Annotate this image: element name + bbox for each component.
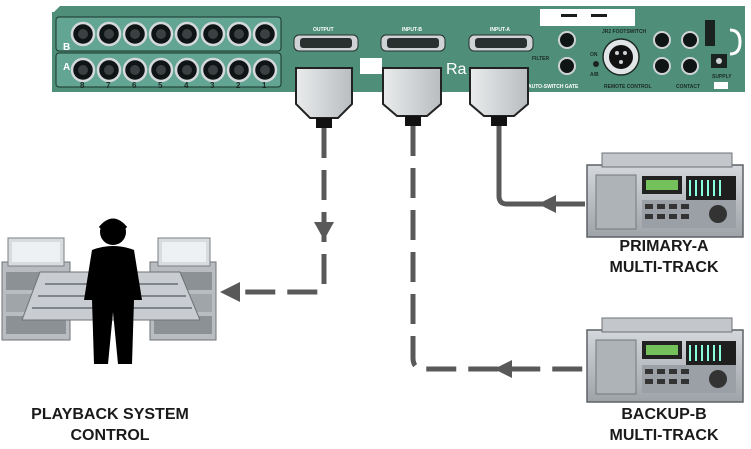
primary-multitrack-device bbox=[586, 152, 744, 238]
primary-label-line2: MULTI-TRACK bbox=[609, 259, 718, 276]
power-switch bbox=[705, 20, 715, 46]
input-b-plug bbox=[382, 67, 442, 126]
channel-number: 2 bbox=[236, 81, 241, 90]
row-label-a: A bbox=[63, 62, 70, 73]
trs-jack-socket bbox=[130, 65, 140, 75]
row-label-b: B bbox=[63, 42, 70, 53]
jack-array bbox=[70, 21, 278, 83]
input-a-cable bbox=[496, 126, 585, 207]
trs-jack-socket bbox=[208, 65, 218, 75]
output-plug bbox=[295, 67, 353, 128]
engineer-silhouette-icon bbox=[84, 218, 142, 364]
trs-jack-socket bbox=[78, 65, 88, 75]
on-label: ON bbox=[590, 52, 598, 58]
contact-jack bbox=[681, 57, 699, 75]
output-cable bbox=[238, 128, 327, 295]
trs-jack-socket bbox=[104, 29, 114, 39]
contact-jack bbox=[681, 31, 699, 49]
brand-wordmark: Ra bbox=[446, 61, 467, 78]
contact-jack bbox=[653, 31, 671, 49]
arrow-left-icon bbox=[220, 282, 240, 302]
playback-label-line2: CONTROL bbox=[70, 427, 149, 444]
playback-label-line1: PLAYBACK SYSTEM bbox=[31, 406, 189, 423]
backup-multitrack-device bbox=[586, 317, 744, 403]
footswitch-label: JR2 FOOTSWITCH bbox=[602, 29, 647, 35]
contact-jack bbox=[653, 57, 671, 75]
trs-jack-socket bbox=[234, 65, 244, 75]
auto-switch-label: AUTO-SWITCH GATE bbox=[528, 84, 579, 90]
panel-edge-handle bbox=[729, 28, 742, 56]
rear-panel: B A 8 7 6 5 4 3 2 1 OUTPUT INPUT-B INPUT… bbox=[52, 6, 745, 92]
input-b-connector-label: INPUT-B bbox=[402, 27, 422, 33]
channel-number: 8 bbox=[80, 81, 85, 90]
channel-number: 3 bbox=[210, 81, 215, 90]
trs-jack-socket bbox=[104, 65, 114, 75]
input-a-connector-label: INPUT-A bbox=[490, 27, 510, 33]
gate-jack bbox=[558, 57, 576, 75]
trs-jack-socket bbox=[260, 29, 270, 39]
trs-jack-socket bbox=[182, 65, 192, 75]
arrow-left-icon bbox=[494, 360, 512, 378]
backup-label-line2: MULTI-TRACK bbox=[609, 427, 718, 444]
channel-number: 7 bbox=[106, 81, 111, 90]
channel-number: 4 bbox=[184, 81, 189, 90]
channel-number: 6 bbox=[132, 81, 137, 90]
gate-jack bbox=[558, 31, 576, 49]
panel-label-sticker bbox=[540, 9, 635, 26]
backup-label-line1: BACKUP-B bbox=[621, 406, 706, 423]
arrow-down-icon bbox=[314, 222, 334, 240]
remote-control-label: REMOTE CONTROL bbox=[604, 84, 652, 90]
trs-jack-socket bbox=[208, 29, 218, 39]
arrow-left-icon bbox=[538, 195, 556, 213]
playback-system-illustration bbox=[1, 218, 217, 364]
primary-label-line1: PRIMARY-A bbox=[619, 238, 709, 255]
trs-jack-socket bbox=[78, 29, 88, 39]
input-b-cable bbox=[410, 126, 585, 372]
filter-label: FILTER bbox=[532, 56, 550, 62]
channel-number: 1 bbox=[262, 81, 267, 90]
trs-jack-socket bbox=[182, 29, 192, 39]
trs-jack-socket bbox=[260, 65, 270, 75]
ab-label: A/B bbox=[590, 72, 599, 78]
input-a-plug bbox=[469, 67, 529, 126]
channel-number: 5 bbox=[158, 81, 163, 90]
trs-jack-socket bbox=[234, 29, 244, 39]
brand-logo-icon bbox=[360, 58, 382, 74]
supply-label: SUPPLY bbox=[712, 74, 732, 80]
trs-jack-socket bbox=[130, 29, 140, 39]
contact-label: CONTACT bbox=[676, 84, 700, 90]
trs-jack-socket bbox=[156, 29, 166, 39]
trs-jack-socket bbox=[156, 65, 166, 75]
output-connector-label: OUTPUT bbox=[313, 27, 334, 33]
